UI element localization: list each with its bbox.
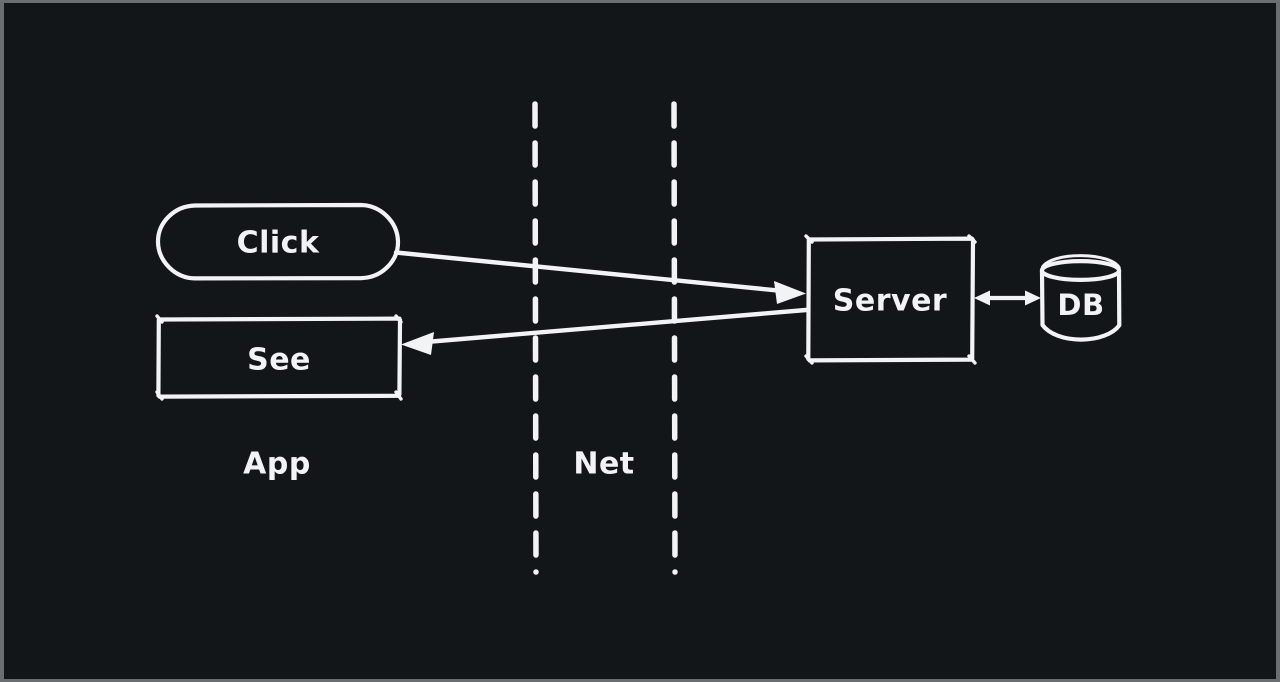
db-top-ellipse: [1039, 259, 1122, 283]
lane-dividers: [532, 101, 678, 575]
edge-click-to-server-line: [393, 250, 791, 294]
see-corner-ticks: [155, 314, 403, 401]
lane-divider-left[interactable]: [532, 101, 539, 575]
server-corner-ticks: [804, 234, 977, 365]
click-label: Click: [237, 226, 320, 261]
lane-labels: App Net: [243, 447, 634, 482]
drawing-canvas[interactable]: Click See Server: [4, 3, 1276, 679]
see-rect-outline: [156, 316, 403, 399]
node-see[interactable]: See: [155, 314, 403, 401]
node-click[interactable]: Click: [155, 202, 401, 281]
edge-server-db-arrowhead-right: [1025, 290, 1041, 306]
server-label: Server: [833, 284, 947, 319]
edge-click-to-server-arrowhead: [774, 281, 806, 304]
lane-divider-right[interactable]: [671, 101, 678, 575]
node-server[interactable]: Server: [804, 234, 977, 365]
db-body-outline: [1039, 268, 1122, 342]
db-label: DB: [1057, 288, 1104, 322]
click-pill-outline: [155, 202, 401, 281]
edge-server-db[interactable]: [974, 290, 1041, 306]
db-top-arc-secondary: [1041, 254, 1121, 270]
edge-server-to-see[interactable]: [401, 307, 809, 355]
lane-label-app: App: [243, 447, 311, 482]
lane-label-net: Net: [573, 447, 634, 482]
server-rect-outline: [806, 236, 976, 363]
see-label: See: [247, 343, 311, 378]
node-db[interactable]: DB: [1039, 254, 1122, 342]
edge-server-to-see-arrowhead: [401, 332, 434, 355]
edge-server-to-see-line: [417, 307, 809, 345]
edge-click-to-server[interactable]: [393, 250, 806, 305]
diagram-svg: Click See Server: [155, 101, 1122, 575]
edge-server-db-arrowhead-left: [974, 290, 990, 306]
